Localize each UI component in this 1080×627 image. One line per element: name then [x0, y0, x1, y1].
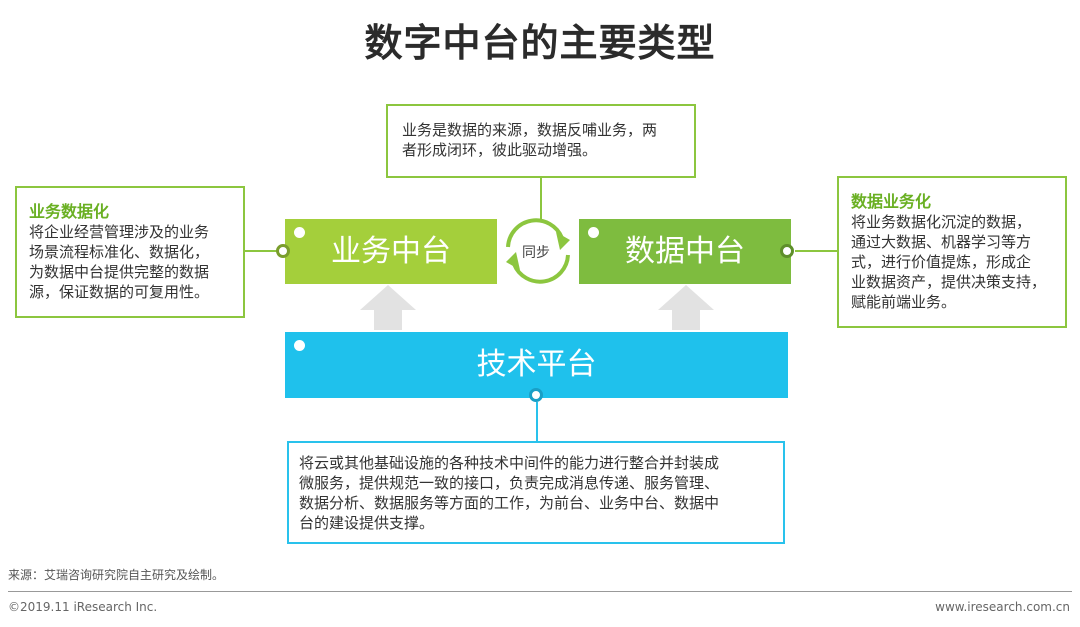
block-dot-icon: [294, 227, 305, 238]
tech-platform-block: 技术平台: [285, 332, 788, 398]
box-text-line: 为数据中台提供完整的数据: [29, 263, 210, 281]
connector-dot-right: [780, 244, 794, 258]
tech-text-line: 台的建设提供支撑。: [299, 514, 435, 532]
business-middle-platform-label: 业务中台: [331, 234, 451, 269]
box-text-line: 赋能前端业务。: [851, 293, 957, 311]
tech-text-line: 微服务，提供规范一致的接口，负责完成消息传递、服务管理、: [299, 474, 720, 492]
box-text-line: 场景流程标准化、数据化，: [29, 243, 210, 261]
data-middle-platform-label: 数据中台: [625, 234, 745, 269]
loop-text-line: 者形成闭环，彼此驱动增强。: [402, 141, 598, 159]
data-middle-platform-block: 数据中台: [579, 219, 791, 284]
data-businessization-box: 数据业务化 将业务数据化沉淀的数据， 通过大数据、机器学习等方 式，进行价值提炼…: [837, 176, 1067, 328]
sync-arrow-bottom: [512, 254, 570, 284]
box-text-line: 将企业经营管理涉及的业务: [29, 223, 210, 241]
loop-description-box: 业务是数据的来源，数据反哺业务，两 者形成闭环，彼此驱动增强。: [386, 104, 696, 178]
tech-text-line: 将云或其他基础设施的各种技术中间件的能力进行整合并封装成: [299, 454, 720, 472]
copyright: ©2019.11 iResearch Inc.: [8, 600, 158, 614]
page-title: 数字中台的主要类型: [364, 21, 716, 65]
tech-text-line: 数据分析、数据服务等方面的工作，为前台、业务中台、数据中: [299, 494, 720, 512]
loop-text-line: 业务是数据的来源，数据反哺业务，两: [402, 121, 658, 139]
up-arrow-left: [360, 285, 416, 330]
tech-platform-label: 技术平台: [476, 347, 597, 382]
sync-arrow-top: [506, 218, 564, 248]
block-dot-icon: [294, 340, 305, 351]
website-link: www.iresearch.com.cn: [935, 600, 1070, 614]
connector-dot-bottom: [529, 388, 543, 402]
box-text-line: 式，进行价值提炼，形成企: [851, 253, 1032, 271]
data-businessization-heading: 数据业务化: [851, 192, 932, 211]
sync-label: 同步: [522, 245, 550, 261]
business-middle-platform-block: 业务中台: [285, 219, 497, 284]
business-datafication-heading: 业务数据化: [29, 202, 110, 221]
source-note: 来源：艾瑞咨询研究院自主研究及绘制。: [8, 568, 225, 582]
business-datafication-box: 业务数据化 将企业经营管理涉及的业务 场景流程标准化、数据化， 为数据中台提供完…: [15, 186, 245, 318]
block-dot-icon: [588, 227, 599, 238]
box-text-line: 通过大数据、机器学习等方: [851, 233, 1032, 251]
up-arrow-right: [658, 285, 714, 330]
box-text-line: 源，保证数据的可复用性。: [29, 283, 210, 301]
box-text-line: 业数据资产，提供决策支持，: [851, 273, 1047, 291]
connector-dot-left: [276, 244, 290, 258]
tech-platform-description-box: 将云或其他基础设施的各种技术中间件的能力进行整合并封装成 微服务，提供规范一致的…: [287, 441, 785, 544]
footer-divider: [8, 591, 1072, 592]
box-text-line: 将业务数据化沉淀的数据，: [851, 213, 1032, 231]
